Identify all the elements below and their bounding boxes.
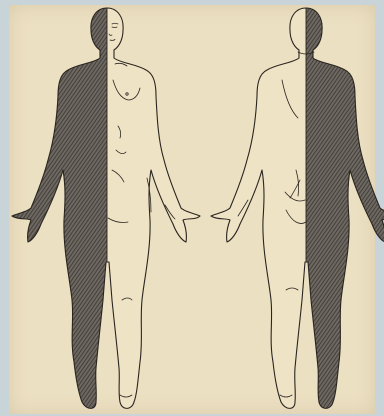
posterior-figure (211, 8, 384, 408)
anterior-figure (12, 8, 200, 408)
